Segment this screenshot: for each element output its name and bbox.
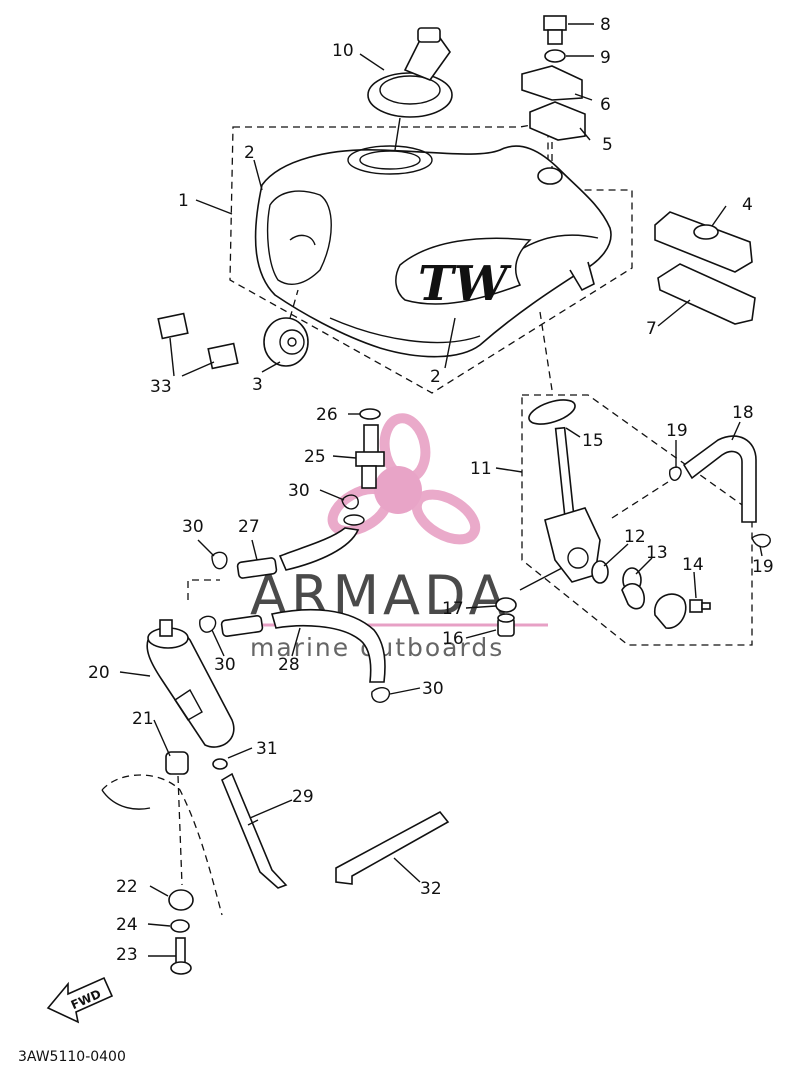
callout-28: 28	[278, 655, 300, 675]
callout-19a: 19	[666, 421, 688, 441]
damper-4	[654, 211, 753, 273]
washer-24	[170, 919, 190, 933]
clip-19b	[751, 533, 771, 548]
armada-logo	[327, 413, 481, 545]
fuel-cock	[544, 426, 601, 583]
callout-33: 33	[150, 377, 172, 397]
callout-25: 25	[304, 447, 326, 467]
frame-bracket	[101, 774, 223, 916]
callout-17: 17	[442, 599, 464, 619]
clip-30c	[199, 615, 217, 633]
callout-5: 5	[602, 135, 613, 155]
collar-22	[168, 889, 194, 911]
callout-13: 13	[646, 543, 668, 563]
hose-18	[682, 435, 757, 523]
callout-30c: 30	[214, 655, 236, 675]
clip-30d	[371, 687, 391, 703]
callout-7: 7	[646, 319, 657, 339]
callout-10: 10	[332, 41, 354, 61]
clip-30b	[341, 494, 359, 510]
callout-labels: 1 2 2 3 4 5 6 7 8 9 10 11 12 13 14 15 16…	[88, 15, 774, 965]
clip-30a	[211, 551, 228, 570]
callout-32: 32	[420, 879, 442, 899]
callout-15: 15	[582, 431, 604, 451]
callout-16: 16	[442, 629, 464, 649]
callout-14: 14	[682, 555, 704, 575]
callout-23: 23	[116, 945, 138, 965]
bolt-17	[495, 597, 517, 613]
callout-30a: 30	[182, 517, 204, 537]
bracket-6	[521, 65, 583, 101]
callout-18: 18	[732, 403, 754, 423]
damper-3	[263, 317, 309, 367]
hose-28b	[270, 608, 386, 683]
callout-9: 9	[600, 48, 611, 68]
washer-9	[544, 49, 566, 63]
fuel-cap	[367, 27, 453, 118]
hose-27a	[236, 557, 278, 579]
callout-29: 29	[292, 787, 314, 807]
callout-2a: 2	[244, 143, 255, 163]
diagram-code: 3AW5110-0400	[18, 1049, 126, 1065]
leader-lines	[119, 23, 763, 957]
callout-11: 11	[470, 459, 492, 479]
callout-3: 3	[252, 375, 263, 395]
tw-emblem: TW	[395, 237, 532, 312]
screw-14	[689, 599, 711, 613]
callout-20: 20	[88, 663, 110, 683]
fitting-25	[355, 424, 385, 489]
oring-12	[591, 560, 609, 584]
hose-29	[220, 772, 288, 889]
logo-hub	[374, 466, 422, 514]
gasket-15	[528, 399, 576, 425]
callout-27: 27	[238, 517, 260, 537]
lever-13	[621, 583, 645, 610]
callout-21: 21	[132, 709, 154, 729]
pad-33a	[157, 312, 189, 340]
cap-26	[359, 408, 381, 420]
callout-12: 12	[624, 527, 646, 547]
callout-4: 4	[742, 195, 753, 215]
clip-19a	[668, 466, 682, 481]
callout-19b: 19	[752, 557, 774, 577]
callout-22: 22	[116, 877, 138, 897]
pad-33b	[207, 342, 239, 370]
damper-21	[165, 751, 189, 775]
callout-31: 31	[256, 739, 278, 759]
callout-30d: 30	[422, 679, 444, 699]
emblem-text: TW	[418, 256, 512, 312]
plate-7	[657, 263, 756, 325]
bolt-8	[543, 15, 567, 45]
plate-14	[654, 593, 687, 629]
callout-1: 1	[178, 191, 189, 211]
hose-28a	[220, 615, 264, 637]
grommet	[537, 167, 563, 185]
fuel-cock-group-outline	[521, 394, 753, 646]
callout-2b: 2	[430, 367, 441, 387]
clip-31	[212, 758, 228, 770]
damper-5	[529, 101, 586, 141]
callout-6: 6	[600, 95, 611, 115]
bolt-16	[497, 613, 515, 637]
callout-26: 26	[316, 405, 338, 425]
strap-32	[335, 810, 450, 885]
hose-27b	[278, 527, 360, 571]
fwd-arrow-icon: FWD	[46, 976, 114, 1024]
fuel-pump-20	[146, 619, 235, 748]
callout-30b: 30	[288, 481, 310, 501]
callout-8: 8	[600, 15, 611, 35]
bolt-23	[170, 937, 192, 975]
callout-24: 24	[116, 915, 138, 935]
